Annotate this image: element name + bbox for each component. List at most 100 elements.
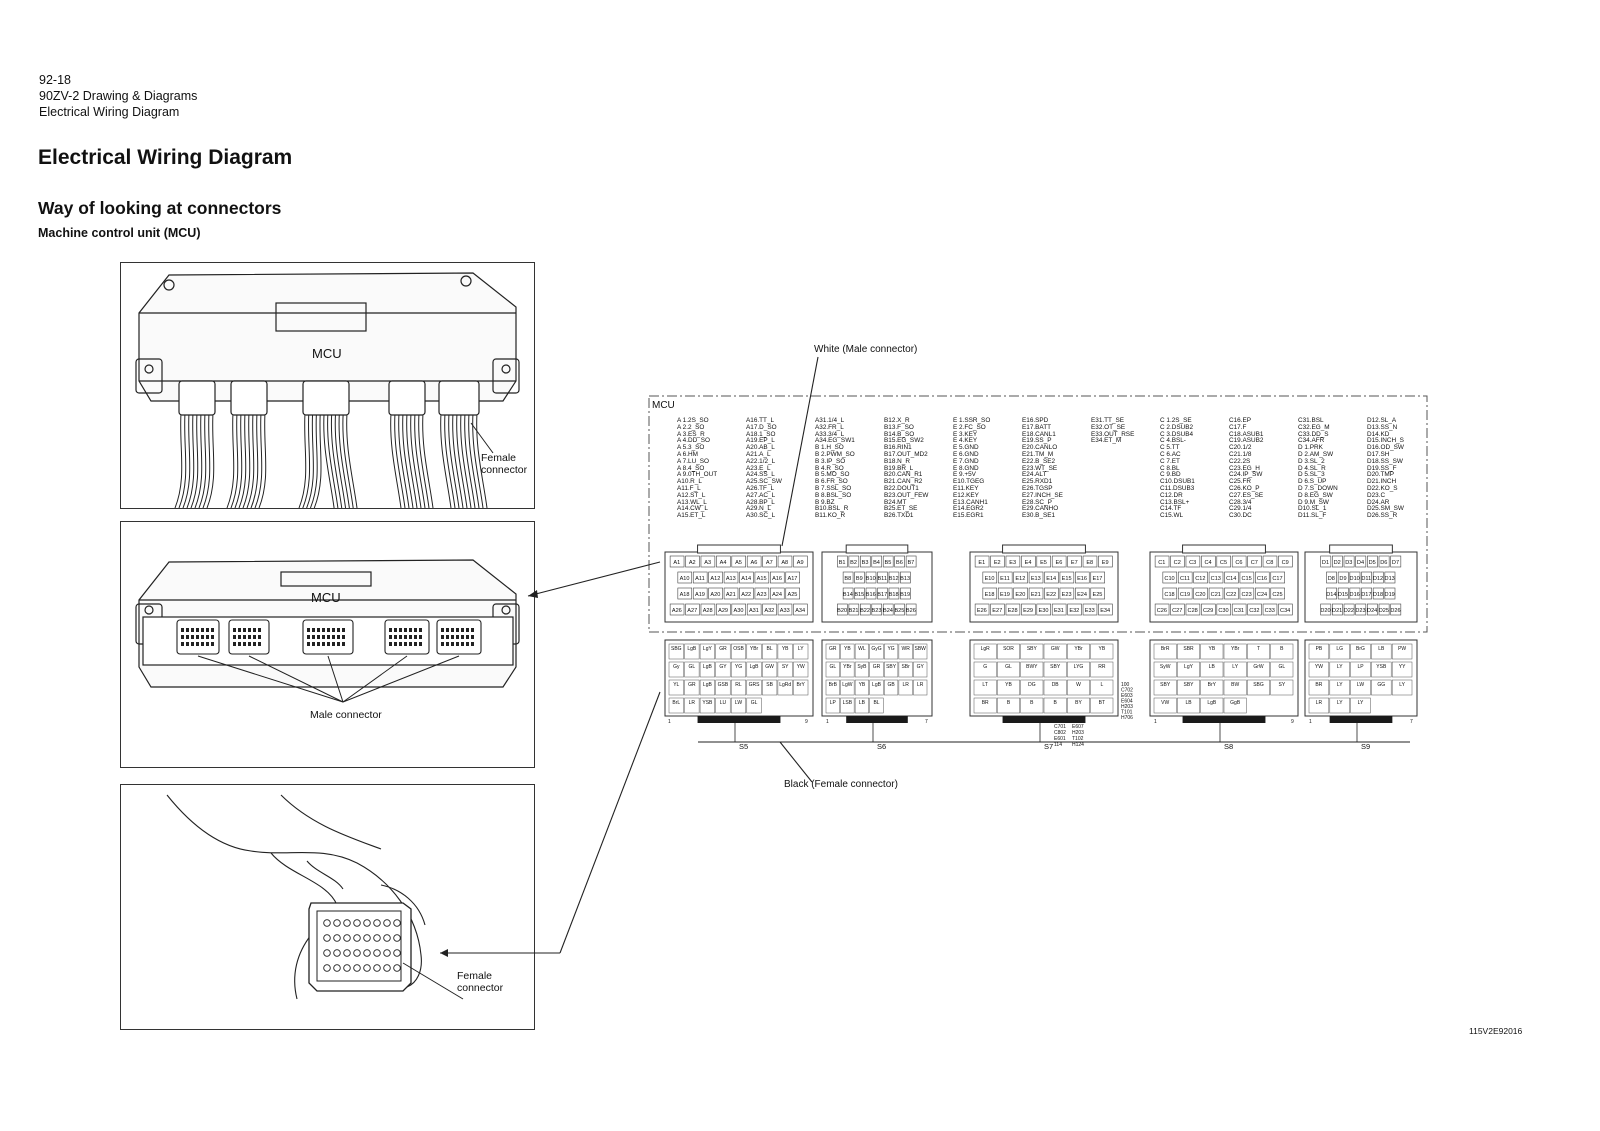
pin-table-entry: D19.SS_F [1367, 464, 1397, 472]
wire-color-label: GSB [718, 682, 729, 688]
wire-color-label: YY [1399, 664, 1406, 670]
wire-color-label: YB [1208, 646, 1215, 652]
pin-table-entry: A24.SS_L [746, 471, 775, 479]
side-ref-label: H203 [1121, 704, 1133, 710]
pin-table-entry: D25.SM_SW [1367, 505, 1404, 513]
pin-index-marker: 7 [925, 719, 928, 725]
pin-table-entry: A26.TF_L [746, 484, 775, 492]
pin-table-entry: B20.CAN_R1 [884, 471, 923, 479]
wire-color-label: YB [859, 682, 866, 688]
wire-color-label: PW [1398, 646, 1406, 652]
wire-color-label: YB [782, 646, 789, 652]
pin-table-entry: E15.EGR1 [953, 512, 984, 520]
wire-color-label: BWY [1026, 664, 1038, 670]
pin-label: C32 [1249, 608, 1259, 614]
pin-table-entry: E33.OUT_RSE [1091, 430, 1135, 438]
wire-color-label: LY [1399, 682, 1405, 688]
pin-label: B10 [866, 576, 876, 582]
wire-color-label: SBG [671, 646, 682, 652]
pin-label: C31 [1234, 608, 1244, 614]
pin-table-entry: D16.OD_SW [1367, 444, 1404, 452]
pin-label: A33 [780, 608, 790, 614]
pin-label: D22 [1344, 608, 1354, 614]
pin-table-entry: A 2.2_SO [677, 423, 705, 431]
pin-table-entry: C23.EG_H [1229, 464, 1260, 472]
pin-table-entry: D 4.SL_R [1298, 464, 1326, 472]
wire-color-label: GY [917, 664, 925, 670]
pin-table-entry: D21.INCH [1367, 478, 1397, 486]
pin-label: D3 [1345, 560, 1352, 566]
panel-3-callout-line-2: connector [457, 982, 504, 994]
wire-color-label: SyW [1160, 664, 1171, 670]
pin-label: D9 [1339, 576, 1346, 582]
wire-color-label: YG [887, 646, 894, 652]
pin-table-entry: B19.BR_L [884, 464, 914, 472]
wire-color-label: LB [1209, 664, 1216, 670]
pin-table-entry: C24.IP_SW [1229, 471, 1263, 479]
pin-label: E4 [1025, 560, 1032, 566]
wire-color-label: SBY [1160, 682, 1171, 688]
pin-table-entry: D 9.M_SW [1298, 498, 1329, 506]
pin-label: B19 [900, 592, 910, 598]
wire-color-label: LP [830, 700, 837, 706]
wire-color-label: LY [1337, 700, 1343, 706]
pin-label: B12 [889, 576, 899, 582]
pin-label: D14 [1326, 592, 1336, 598]
pin-label: A23 [757, 592, 767, 598]
pin-label: E6 [1055, 560, 1062, 566]
hand-connector-illustration: Female connector [166, 794, 504, 1000]
pin-table-entry: C11.DSUB3 [1160, 484, 1195, 492]
wire-color-label: LR [902, 682, 909, 688]
wire-color-label: LgB [687, 646, 697, 652]
wire-color-label: G [983, 664, 987, 670]
wire-color-label: LgR [981, 646, 991, 652]
pin-label: E7 [1071, 560, 1078, 566]
wire-color-label: LY [798, 646, 804, 652]
pin-table-entry: B15.EG_SW2 [884, 437, 924, 445]
pin-label: B9 [856, 576, 863, 582]
figure-code: 115V2E92016 [1469, 1026, 1523, 1036]
pin-label: B16 [866, 592, 876, 598]
wire-color-label: LYG [1074, 664, 1084, 670]
wire-color-label: DB [1052, 682, 1060, 688]
pin-table-entry: D15.INCH_S [1367, 437, 1404, 445]
pin-label: C3 [1189, 560, 1196, 566]
pin-table-entry: E11.KEY [953, 484, 979, 492]
pin-label: D7 [1392, 560, 1399, 566]
pin-label: C22 [1226, 592, 1236, 598]
pin-label: C29 [1203, 608, 1213, 614]
pin-table-entry: A 9.0TH_OUT [677, 471, 718, 479]
pin-table-entry: B 1.H_SO [815, 444, 844, 452]
pin-table-entry: D 5.SL_3 [1298, 471, 1325, 479]
splice-ref-label: E601 [1054, 736, 1066, 742]
pin-label: A16 [772, 576, 782, 582]
pin-label: B22 [860, 608, 870, 614]
pin-table-entry: A16.TT_L [746, 417, 775, 424]
pin-table-entry: B21.CAN_R2 [884, 478, 923, 486]
wire-color-label: LgB [703, 664, 713, 670]
pin-label: A30 [734, 608, 744, 614]
pin-label: C8 [1266, 560, 1273, 566]
wire-color-label: YSB [702, 700, 713, 706]
pin-table-entry: E28.SC_P [1022, 498, 1052, 506]
panel-2-callout: Male connector [310, 709, 382, 721]
wire-color-label: BrL [672, 700, 680, 706]
pin-table-entry: D14.KD [1367, 430, 1390, 438]
wire-color-label: BL [873, 700, 879, 706]
pin-table-entry: C33.DD_S [1298, 430, 1329, 438]
pin-label: E16 [1077, 576, 1087, 582]
pin-label: E17 [1092, 576, 1102, 582]
wire-color-label: BR [982, 700, 989, 706]
pin-table-entry: A15.ET_L [677, 512, 706, 520]
pin-label: C16 [1257, 576, 1267, 582]
pin-table-entry: D20.TMP [1367, 471, 1394, 479]
wire-color-label: LgY [703, 646, 713, 652]
pin-table-entry: C20.1/2 [1229, 444, 1252, 452]
wire-color-label: YW [797, 664, 805, 670]
pin-label: D1 [1322, 560, 1329, 566]
